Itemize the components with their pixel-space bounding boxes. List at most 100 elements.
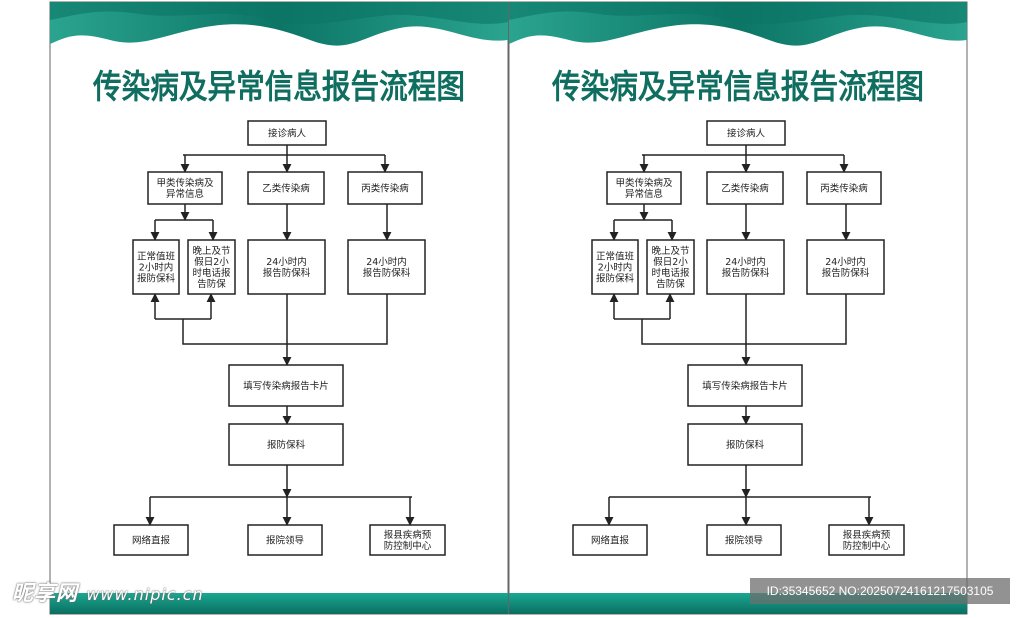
flow-node-label: 报防保科	[137, 273, 176, 285]
flow-node-start: 接诊病人	[247, 120, 327, 146]
flow-node-label: 防控制中心	[843, 540, 891, 552]
flow-node-label: 网络直报	[132, 535, 171, 547]
flow-node-label: 填写传染病报告卡片	[243, 380, 329, 392]
flow-node-label: 正常值班	[137, 251, 176, 263]
flow-node-label: 丙类传染病	[820, 183, 868, 195]
flow-node-label: 防控制中心	[384, 540, 432, 552]
flow-node-label: 正常值班	[596, 251, 635, 263]
flow-node-label: 晚上及节	[192, 246, 230, 257]
watermark-logo: 昵享网 www.nipic.cn	[12, 577, 204, 607]
flow-node-label: 丙类传染病	[361, 183, 409, 195]
flow-node-classB: 乙类传染病	[247, 171, 325, 205]
flow-node-label: 异常信息	[625, 188, 663, 200]
flow-node-reportDept: 报防保科	[687, 423, 803, 466]
flow-node-leaders: 报院领导	[247, 524, 323, 556]
flow-node-box	[347, 171, 423, 205]
flow-node-label: 晚上及节	[651, 246, 689, 257]
flow-node-label: 甲类传染病及	[615, 177, 673, 189]
flowchart-panel-2: 传染病及异常信息报告流程图接诊病人甲类传染病及异常信息乙类传染病丙类传染病正常值…	[508, 1, 968, 615]
flow-node-box	[247, 239, 326, 295]
flow-node-box	[606, 171, 682, 205]
flow-node-classC: 丙类传染病	[806, 171, 882, 205]
flow-node-label: 异常信息	[166, 188, 204, 200]
flow-node-box	[646, 239, 695, 295]
watermark-logo-text: 昵享网	[12, 581, 78, 605]
flow-node-label: 接诊病人	[268, 128, 307, 140]
flow-node-label: 报防保科	[267, 439, 306, 451]
flow-node-box	[113, 524, 189, 556]
flow-node-label: 时电话报	[651, 267, 690, 279]
flow-node-box	[806, 239, 885, 295]
flow-node-label: 填写传染病报告卡片	[702, 380, 788, 392]
flow-node-label: 2小时内	[139, 262, 174, 274]
flow-node-network: 网络直报	[113, 524, 189, 556]
flow-connector	[641, 294, 847, 345]
poster-title: 传染病及异常信息报告流程图	[92, 67, 465, 106]
flow-node-leaders: 报院领导	[706, 524, 782, 556]
flow-node-box	[187, 239, 236, 295]
flow-node-box	[706, 171, 784, 205]
flow-node-label: 2小时内	[598, 262, 633, 274]
flow-node-box	[806, 171, 882, 205]
flow-node-label: 报告防保科	[363, 267, 411, 279]
flow-node-label: 24小时内	[725, 256, 766, 268]
flow-node-label: 报防保科	[596, 273, 635, 285]
flow-node-label: 报县疾病预	[843, 529, 891, 541]
watermark-id: ID:35345652 NO:20250724161217503105	[750, 578, 1010, 604]
flow-node-box	[247, 524, 323, 556]
wave-decoration-top	[50, 2, 508, 25]
flow-node-box	[591, 239, 639, 295]
flow-node-box	[132, 239, 180, 295]
flow-node-label: 网络直报	[591, 535, 630, 547]
flow-node-label: 报院领导	[725, 535, 763, 547]
flow-node-box	[687, 364, 803, 407]
flow-node-classC: 丙类传染病	[347, 171, 423, 205]
footer-bar	[50, 593, 508, 614]
flow-node-fillCard: 填写传染病报告卡片	[687, 364, 803, 407]
flow-node-label: 乙类传染病	[721, 183, 769, 195]
flow-node-box	[247, 171, 325, 205]
flow-node-label: 报院领导	[266, 535, 304, 547]
flow-node-box	[228, 423, 344, 466]
wave-decoration-top	[509, 2, 967, 25]
flow-node-box	[369, 524, 446, 556]
flow-node-label: 24小时内	[266, 256, 307, 268]
flow-node-label: 报告防保科	[822, 267, 870, 279]
flow-node-classB: 乙类传染病	[706, 171, 784, 205]
flow-node-box	[147, 171, 223, 205]
flow-node-label: 报告防保科	[722, 267, 770, 279]
flow-node-label: 假日2小	[653, 256, 688, 268]
flow-node-box	[706, 120, 786, 146]
flow-node-box	[828, 524, 905, 556]
flow-node-label: 假日2小	[194, 256, 229, 268]
panel-frame	[49, 1, 509, 615]
flow-node-network: 网络直报	[572, 524, 648, 556]
flow-node-box	[347, 239, 426, 295]
flow-node-label: 24小时内	[825, 256, 866, 268]
flow-node-label: 报县疾病预	[384, 529, 432, 541]
flow-node-start: 接诊病人	[706, 120, 786, 146]
flow-node-label: 报防保科	[726, 439, 765, 451]
flow-node-box	[706, 239, 785, 295]
flow-node-label: 接诊病人	[727, 128, 766, 140]
flow-node-box	[228, 364, 344, 407]
flow-node-label: 乙类传染病	[262, 183, 310, 195]
flow-node-label: 甲类传染病及	[156, 177, 214, 189]
flow-node-box	[247, 120, 327, 146]
watermark-url: www.nipic.cn	[86, 585, 204, 604]
flow-node-box	[687, 423, 803, 466]
panel-frame	[508, 1, 968, 615]
